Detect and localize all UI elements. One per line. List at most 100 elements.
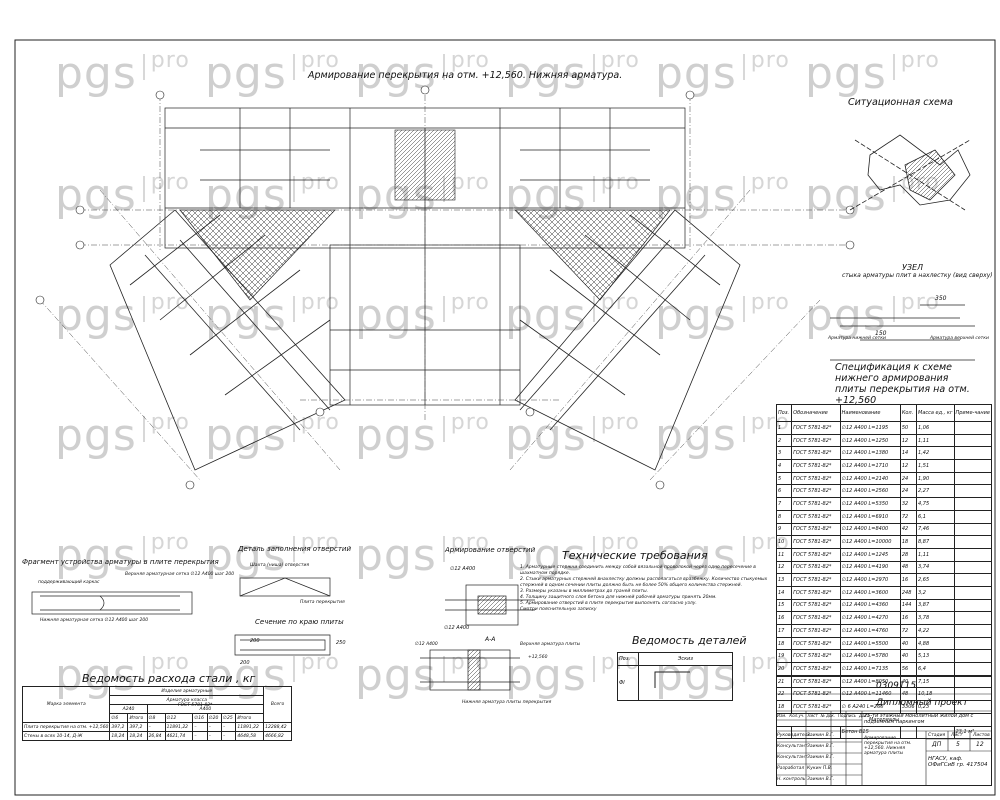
spec-cell: 2,27	[916, 484, 955, 499]
aa-label-top: Верхняя арматура плиты	[520, 642, 581, 647]
watermark-bar	[142, 176, 145, 202]
title-block-grid	[776, 676, 992, 786]
steel-sub: ∅8	[146, 713, 166, 723]
watermark-bar	[292, 176, 295, 202]
spec-cell: ГОСТ 5781-82*	[791, 573, 841, 587]
spec-cell: 4,22	[916, 624, 955, 638]
steel-sub: ∅20	[206, 713, 223, 723]
watermark-bar	[742, 536, 745, 562]
watermark-brand: pgs	[55, 290, 137, 341]
spec-cell: 12	[899, 459, 918, 473]
steel-total-header: Всего	[263, 686, 292, 723]
spec-cell: 19	[775, 649, 793, 664]
spec-cell: ∅12 А400 L=1195	[839, 421, 901, 435]
spec-cell: ∅12 А400 L=7135	[839, 662, 901, 676]
watermark-suffix: pro	[750, 290, 790, 315]
spec-cell: ∅12 А400 L=4760	[839, 624, 901, 638]
main-title: Армирование перекрытия на отм. +12,560. …	[308, 70, 623, 81]
watermark-brand: pgs	[55, 410, 137, 461]
watermark-bar	[292, 536, 295, 562]
spec-header-cell: Обозначение	[791, 404, 841, 422]
spec-cell: 4	[775, 459, 793, 473]
watermark-suffix: pro	[750, 48, 790, 73]
spec-cell	[953, 509, 992, 524]
watermark-bar	[592, 536, 595, 562]
node-caption: стыка арматуры плит в нахлестку (вид све…	[842, 272, 993, 279]
fragment-note-bottom: Нижняя арматурная сетка ∅12 А400 шаг 200	[40, 618, 149, 623]
stamp-project: Дипломный проект	[876, 698, 968, 708]
spec-cell: 144	[899, 598, 918, 613]
spec-cell: 3	[775, 446, 793, 461]
spec-cell: 7	[775, 497, 793, 511]
spec-cell: ∅12 А400 L=5780	[839, 649, 901, 664]
spec-cell: 24	[899, 484, 918, 499]
watermark-brand: pgs	[505, 48, 587, 99]
spec-cell	[775, 725, 793, 740]
steel-table: Марка элемента Изделия арматурные Всего …	[21, 686, 292, 741]
spec-cell: ∅12 А400 L=4190	[839, 560, 901, 575]
stamp-role: Разработал	[777, 766, 805, 771]
steel-cell: 397,2	[127, 722, 148, 732]
watermark-bar	[142, 416, 145, 442]
fragment-title: Фрагмент устройства арматуры в плите пер…	[22, 558, 219, 566]
watermark-brand: pgs	[805, 48, 887, 99]
steel-cell: –	[206, 731, 223, 741]
watermark-bar	[892, 176, 895, 202]
watermark-bar	[742, 416, 745, 442]
watermark-brand: pgs	[355, 410, 437, 461]
spec-cell	[953, 433, 992, 448]
stamp-role: Консультант	[777, 744, 808, 749]
watermark-bar	[442, 296, 445, 322]
watermark-suffix: pro	[450, 170, 490, 195]
steel-mark-header: Марка элемента	[21, 686, 111, 723]
spec-cell: 1,11	[916, 433, 955, 448]
spec-cell	[953, 636, 992, 651]
spec-cell: 5	[775, 471, 793, 486]
node-dim-350: 350	[935, 295, 947, 302]
spec-cell: ГОСТ 5781-82*	[791, 662, 841, 676]
node-title: УЗЕЛ	[902, 263, 924, 272]
watermark-brand: pgs	[655, 530, 737, 581]
watermark-suffix: pro	[600, 48, 640, 73]
situation-title: Ситуационная схема	[848, 97, 953, 108]
steel-sub: ∅16	[192, 713, 208, 723]
spec-cell: ГОСТ 5781-82*	[791, 446, 841, 461]
spec-cell: ∅12 А400 L=5350	[839, 497, 901, 511]
fragment-note-frame: поддерживающий каркас	[38, 580, 100, 585]
spec-cell	[953, 547, 992, 562]
spec-cell: ГОСТ 5781-82*	[791, 560, 841, 575]
watermark-bar	[892, 296, 895, 322]
watermark-suffix: pro	[150, 650, 190, 675]
watermark-brand: pgs	[355, 530, 437, 581]
spec-cell	[953, 421, 992, 435]
spec-title: Спецификация к схеме нижнего армирования…	[835, 362, 970, 406]
spec-cell: 18	[775, 636, 793, 651]
steel-cell: –	[221, 731, 237, 741]
spec-cell: 5,13	[916, 649, 955, 664]
stamp-sheet: 5	[956, 741, 960, 748]
watermark-bar	[142, 296, 145, 322]
watermark-brand: pgs	[55, 48, 137, 99]
stamp-person: Заикин В.Г.	[807, 777, 835, 782]
spec-header-cell: Кол.	[899, 404, 918, 422]
watermark-brand: pgs	[505, 650, 587, 701]
spec-cell: ГОСТ 5781-82*	[791, 649, 841, 664]
tech-list: 1. Арматурные стержни соединить между со…	[520, 565, 775, 613]
spec-cell: ГОСТ 5781-82*	[791, 497, 841, 511]
spec-cell: 32	[899, 497, 918, 511]
steel-cell: –	[146, 722, 166, 732]
spec-cell: 12	[775, 560, 793, 575]
watermark-bar	[142, 54, 145, 80]
